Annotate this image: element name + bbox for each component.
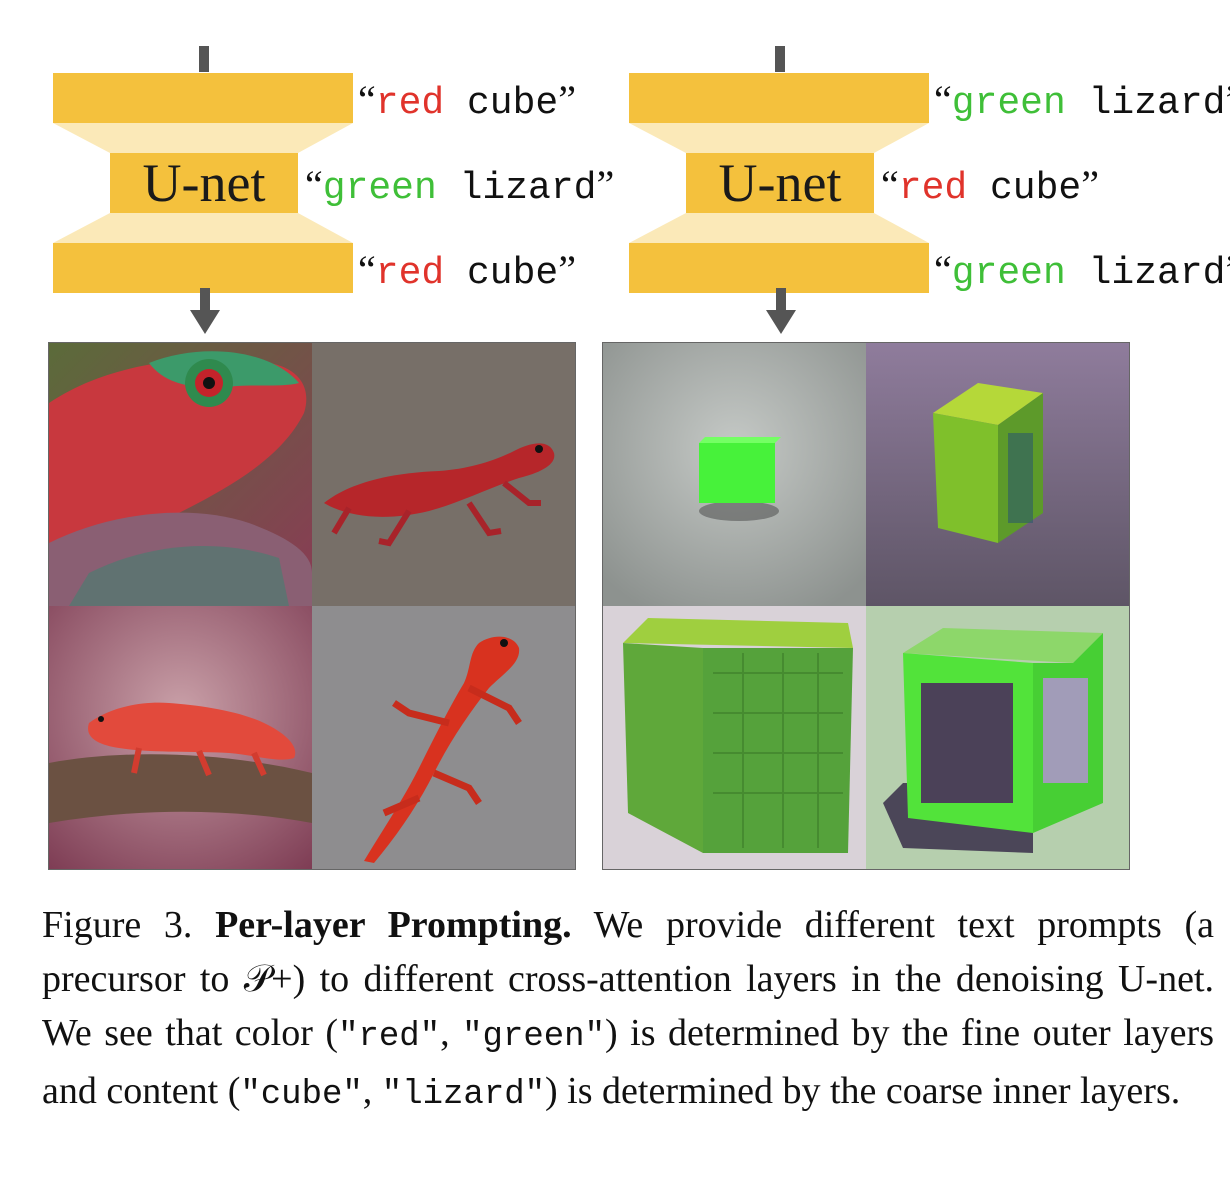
outer-layer-top — [629, 73, 929, 123]
taper-top — [629, 123, 929, 153]
down-arrow-icon — [766, 288, 796, 334]
taper-bottom — [629, 213, 929, 243]
image-green-cube-concrete — [603, 343, 866, 606]
prompt-outer-bottom: “red cube” — [358, 247, 576, 295]
right-unet-diagram: U-net “green lizard” “red cube” “green l… — [0, 0, 1230, 340]
prompt-outer-top: “red cube” — [358, 77, 576, 125]
prompt-inner: “green lizard” — [305, 162, 615, 210]
outer-layer-bottom — [53, 243, 353, 293]
code-green: "green" — [462, 1018, 605, 1056]
code-lizard: "lizard" — [381, 1076, 546, 1114]
caption-text-4: ) is determined by the coarse inner laye… — [545, 1070, 1181, 1112]
taper-bottom — [53, 213, 353, 243]
figure-label: Figure 3. — [42, 904, 193, 946]
caption-separator: , — [362, 1070, 382, 1112]
prompt-inner: “red cube” — [881, 162, 1099, 210]
image-green-cube-painted — [866, 606, 1129, 869]
code-red: "red" — [338, 1018, 441, 1056]
unet-label: U-net — [142, 153, 266, 213]
taper-top — [53, 123, 353, 153]
left-image-grid — [48, 342, 576, 870]
input-stem — [775, 46, 785, 72]
down-arrow-icon — [190, 288, 220, 334]
caption-title: Per-layer Prompting. — [215, 904, 572, 946]
image-green-cube-fabric — [866, 343, 1129, 606]
unet-label: U-net — [718, 153, 842, 213]
image-red-lizard-closeup — [49, 343, 312, 606]
outer-layer-bottom — [629, 243, 929, 293]
p-plus-symbol: 𝒫+ — [243, 958, 293, 1000]
unet-inner-layer: U-net — [686, 153, 874, 213]
caption-text-1: We provide different text prompts (a pre… — [42, 904, 1214, 1000]
code-cube: "cube" — [240, 1076, 363, 1114]
caption-separator: , — [440, 1012, 463, 1054]
figure-caption: Figure 3. Per-layer Prompting. We provid… — [42, 898, 1214, 1122]
unet-inner-layer: U-net — [110, 153, 298, 213]
prompt-outer-bottom: “green lizard” — [934, 247, 1230, 295]
prompt-outer-top: “green lizard” — [934, 77, 1230, 125]
caption-text-3: ) is determined by the fine outer layers… — [42, 1012, 1214, 1112]
right-image-grid — [602, 342, 1130, 870]
image-red-lizard-gravel — [312, 343, 575, 606]
image-red-lizard-grey — [312, 606, 575, 869]
left-unet-diagram: U-net “red cube” “green lizard” “red cub… — [0, 0, 614, 340]
outer-layer-top — [53, 73, 353, 123]
image-red-lizard-branch — [49, 606, 312, 869]
caption-text-2: ) to different cross-attention layers in… — [42, 958, 1215, 1054]
input-stem — [199, 46, 209, 72]
image-green-cube-textured — [603, 606, 866, 869]
